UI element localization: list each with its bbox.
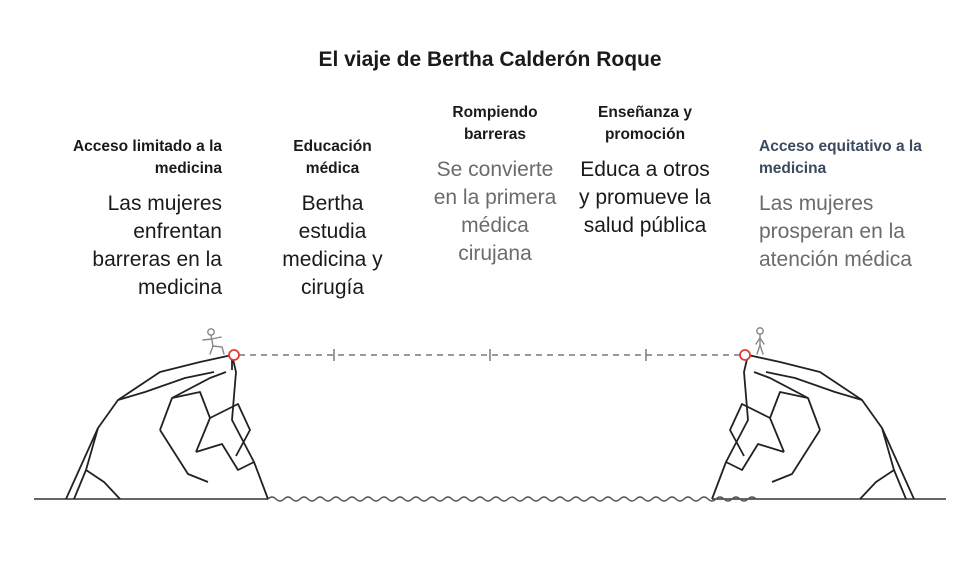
step-2: Educación médica Bertha estudia medicina…: [270, 136, 395, 302]
step-4: Enseñanza y promoción Educa a otros y pr…: [578, 102, 712, 240]
left-cliff: [65, 354, 269, 500]
diagram-title: El viaje de Bertha Calderón Roque: [318, 48, 662, 71]
step-4-heading: Enseñanza y promoción: [598, 104, 692, 143]
step-3-text: Se convierte en la primera médica ciruja…: [433, 158, 557, 265]
water-waves: [267, 496, 757, 502]
step-3: Rompiendo barreras Se convierte en la pr…: [425, 102, 565, 268]
step-5-text: Las mujeres prosperan en la atención méd…: [759, 192, 912, 271]
step-2-text: Bertha estudia medicina y cirugía: [282, 192, 383, 299]
right-cliff: [711, 354, 915, 500]
step-1-text: Las mujeres enfrentan barreras en la med…: [92, 192, 222, 299]
step-1-heading: Acceso limitado a la medicina: [72, 138, 222, 177]
step-4-text: Educa a otros y promueve la salud públic…: [579, 158, 711, 237]
right-anchor-marker: [739, 349, 751, 361]
person-standing-icon: [755, 327, 765, 355]
bridge-line: [239, 349, 741, 361]
step-5: Acceso equitativo a la medicina Las muje…: [759, 136, 939, 274]
step-5-heading: Acceso equitativo a la medicina: [759, 138, 922, 177]
step-2-heading: Educación médica: [293, 138, 372, 177]
left-anchor-marker: [228, 349, 240, 361]
step-1: Acceso limitado a la medicina Las mujere…: [60, 136, 222, 302]
step-3-heading: Rompiendo barreras: [452, 104, 538, 143]
person-climbing-icon: [202, 328, 225, 355]
